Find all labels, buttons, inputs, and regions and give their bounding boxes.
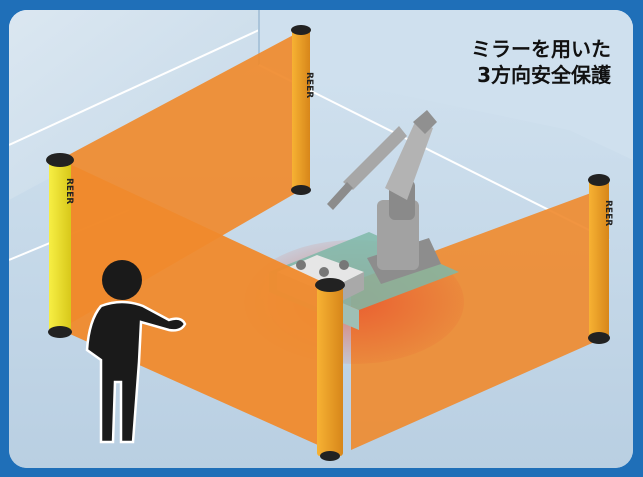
caption-line-1: ミラーを用いた [471,36,611,62]
brand-logo-right: REER [603,200,613,226]
illustration-panel: REER REER REER ミラーを用いた 3方向安全保護 [9,10,633,468]
brand-logo-back: REER [304,72,314,98]
mirror-post-front [315,278,345,461]
caption: ミラーを用いた 3方向安全保護 [471,36,611,88]
brand-logo-yellow: REER [64,178,74,204]
mirror-post-back [291,25,311,195]
caption-line-2: 3方向安全保護 [471,62,611,88]
